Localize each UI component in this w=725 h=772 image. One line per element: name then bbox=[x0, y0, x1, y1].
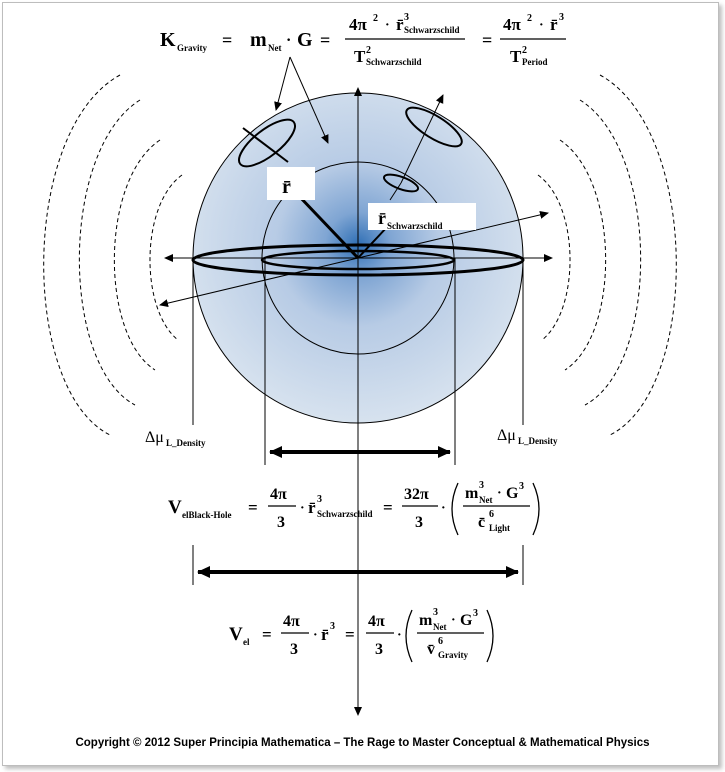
numerator2-r: r̄ bbox=[550, 15, 558, 34]
dot-operator: · bbox=[539, 18, 544, 33]
field-lines-left bbox=[43, 74, 183, 436]
radius-vector bbox=[296, 193, 360, 260]
g-symbol: G bbox=[460, 612, 473, 629]
g-exponent: 3 bbox=[473, 608, 478, 619]
schwarzschild-label-box bbox=[368, 203, 476, 230]
denominator2-subscript: Period bbox=[522, 57, 548, 67]
volume-symbol: V bbox=[168, 497, 182, 518]
schwarzschild-r: r̄ bbox=[308, 498, 316, 517]
formula-volume: V el = 4π 3 · r̄ 3 = 4π 3 · m 3 Net · G … bbox=[229, 607, 494, 663]
fraction1-denominator: 3 bbox=[290, 641, 298, 658]
mass-subscript: Net bbox=[268, 43, 282, 53]
radius-r: r̄ bbox=[321, 625, 329, 644]
dot-operator: · bbox=[300, 501, 305, 516]
fraction2-numerator: 32π bbox=[404, 486, 429, 503]
equals-sign: = bbox=[383, 498, 393, 517]
radius-exponent: 3 bbox=[330, 621, 335, 632]
dot-operator: · bbox=[286, 32, 291, 49]
radius-label: r̄ bbox=[282, 176, 291, 198]
numerator-exponent: 2 bbox=[373, 13, 378, 24]
numerator2-r-exponent: 3 bbox=[559, 12, 564, 23]
gravity-velocity-exponent: 6 bbox=[438, 636, 443, 647]
field-lines-right bbox=[537, 74, 677, 436]
equals-sign: = bbox=[345, 625, 355, 644]
equals-sign: = bbox=[248, 498, 258, 517]
density-gradient-subscript-left: L_Density bbox=[166, 438, 206, 448]
equals-sign: = bbox=[222, 30, 232, 50]
formula-pointer-arrows bbox=[274, 56, 329, 144]
g-exponent: 3 bbox=[519, 481, 524, 492]
light-speed-symbol: c̄ bbox=[478, 514, 485, 531]
equals-sign: = bbox=[320, 30, 330, 50]
schwarzschild-label: r̄ bbox=[378, 208, 386, 228]
numerator-4pi: 4π bbox=[349, 15, 368, 34]
fraction1-denominator: 3 bbox=[277, 514, 285, 531]
density-gradient-label-right: Δμ bbox=[497, 427, 516, 444]
fraction2-denominator: 3 bbox=[415, 514, 423, 531]
volume-subscript: el bbox=[243, 637, 250, 647]
denominator2-exponent: 2 bbox=[522, 45, 527, 56]
schwarzschild-r-subscript: Schwarzschild bbox=[317, 509, 373, 519]
outer-orbit bbox=[191, 243, 525, 277]
fraction2-denominator: 3 bbox=[375, 641, 383, 658]
numerator-r-exponent: 3 bbox=[404, 12, 409, 23]
gravity-velocity-subscript: Gravity bbox=[438, 650, 468, 660]
dot-operator: · bbox=[441, 501, 446, 516]
numerator2-4pi: 4π bbox=[503, 15, 522, 34]
light-speed-subscript: Light bbox=[489, 523, 510, 533]
mass-subscript: Net bbox=[479, 495, 493, 505]
k-subscript: Gravity bbox=[177, 43, 207, 53]
denominator-subscript: Schwarzschild bbox=[366, 57, 422, 67]
schwarzschild-radius-vector bbox=[357, 225, 389, 259]
mass-subscript: Net bbox=[433, 622, 447, 632]
volume-subscript: elBlack-Hole bbox=[182, 510, 232, 520]
volume-symbol: V bbox=[229, 624, 243, 645]
inner-orbit bbox=[260, 249, 456, 271]
fraction1-numerator: 4π bbox=[270, 486, 287, 503]
orbit-axis-lines bbox=[389, 94, 444, 201]
mass-exponent: 3 bbox=[433, 607, 438, 618]
denominator-t: T bbox=[354, 47, 366, 66]
mass-symbol: m bbox=[419, 612, 433, 629]
schwarzschild-r-exponent: 3 bbox=[317, 494, 322, 505]
axis-diagonal-left bbox=[159, 257, 359, 308]
mass-symbol: m bbox=[250, 29, 267, 51]
light-speed-exponent: 6 bbox=[489, 509, 494, 520]
copyright-notice: Copyright © 2012 Super Principia Mathema… bbox=[75, 737, 650, 749]
formula-black-hole-volume: V elBlack-Hole = 4π 3 · r̄ 3 Schwarzschi… bbox=[168, 480, 540, 536]
dot-operator: · bbox=[497, 486, 502, 501]
fraction2-numerator: 4π bbox=[368, 613, 385, 630]
dot-operator: · bbox=[313, 628, 318, 643]
mass-symbol: m bbox=[465, 485, 479, 502]
density-gradient-subscript-right: L_Density bbox=[518, 436, 558, 446]
dot-operator: · bbox=[385, 18, 390, 33]
gravity-velocity-symbol: v̄ bbox=[427, 641, 435, 658]
numerator2-exponent: 2 bbox=[527, 13, 532, 24]
tilted-orbit-right bbox=[405, 106, 463, 148]
dot-operator: · bbox=[451, 613, 456, 628]
equals-sign: = bbox=[262, 625, 272, 644]
denominator2-t: T bbox=[510, 47, 522, 66]
tilted-orbit-small bbox=[382, 173, 420, 193]
schwarzschild-label-subscript: Schwarzschild bbox=[387, 221, 443, 231]
equals-sign: = bbox=[482, 30, 492, 50]
guide-lines bbox=[192, 258, 524, 585]
density-gradient-label-left: Δμ bbox=[145, 429, 164, 446]
radius-label-box bbox=[267, 167, 315, 200]
formula-gravitational-constant: K Gravity = m Net · G = 4π 2 · r̄ 3 Schw… bbox=[160, 12, 566, 67]
fraction1-numerator: 4π bbox=[283, 613, 300, 630]
dot-operator: · bbox=[397, 628, 402, 643]
g-symbol: G bbox=[297, 29, 313, 51]
g-symbol: G bbox=[506, 485, 519, 502]
tilted-orbit-axis-left bbox=[242, 127, 289, 163]
denominator-exponent: 2 bbox=[366, 45, 371, 56]
mass-exponent: 3 bbox=[479, 480, 484, 491]
numerator-r: r̄ bbox=[396, 15, 404, 34]
k-symbol: K bbox=[160, 29, 176, 51]
numerator-r-subscript: Schwarzschild bbox=[404, 25, 460, 35]
